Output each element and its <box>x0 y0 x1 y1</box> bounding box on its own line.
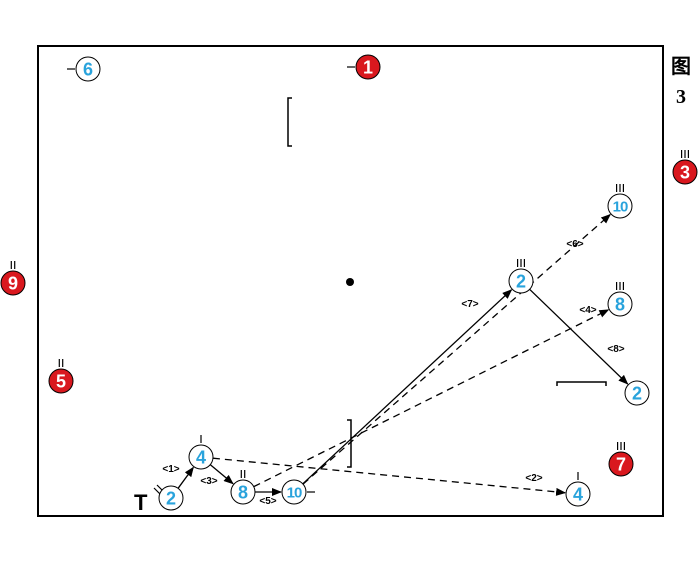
opponent-player-7: 7 <box>608 442 634 477</box>
own-player-8: 8 <box>607 282 633 317</box>
player-number: 5 <box>56 371 66 391</box>
tee-marker: T <box>134 490 148 515</box>
figure-label: 图 3 <box>670 52 692 112</box>
own-player-4: 4 <box>188 435 214 470</box>
pass-label-8: <8> <box>607 344 624 355</box>
pass-arrow-4 <box>253 309 610 488</box>
player-number: 2 <box>166 488 176 508</box>
player-number: 8 <box>615 294 625 314</box>
player-number: 10 <box>613 198 628 215</box>
bracket-right <box>556 381 607 386</box>
player-number: 10 <box>287 484 302 501</box>
player-number: 9 <box>8 273 18 293</box>
opponent-player-5: 5 <box>48 359 74 394</box>
bracket-top <box>287 97 292 147</box>
figure-label-char: 图 <box>671 56 691 78</box>
own-player-2: 2 <box>508 259 534 294</box>
opponent-player-3: 3 <box>672 150 698 185</box>
opponent-player-9: 9 <box>0 261 26 296</box>
pass-label-2: <2> <box>525 473 542 484</box>
own-player-2: 2 <box>153 484 184 511</box>
pass-label-3: <3> <box>200 476 217 487</box>
player-number: 6 <box>83 59 93 79</box>
bracket-middle <box>347 419 352 468</box>
player-number: 2 <box>516 271 526 291</box>
pass-arrow-8 <box>529 288 629 385</box>
opponent-player-1: 1 <box>347 54 381 80</box>
player-number: 8 <box>238 482 248 502</box>
own-player-10: 10 <box>281 479 315 505</box>
figure-label-number: 3 <box>676 86 686 108</box>
center-spot <box>346 278 354 286</box>
pass-label-5: <5> <box>259 496 276 507</box>
player-number: 7 <box>616 454 626 474</box>
player-number: 2 <box>632 383 642 403</box>
player-number: 3 <box>680 162 690 182</box>
pass-arrows <box>177 213 629 496</box>
pass-label-1: <1> <box>162 464 179 475</box>
pass-arrow-3 <box>209 464 234 485</box>
pass-arrow-7 <box>302 289 513 485</box>
pass-label-4: <4> <box>579 305 596 316</box>
pass-arrow-1 <box>177 466 194 489</box>
own-player-2: 2 <box>624 380 650 406</box>
pass-label-7: <7> <box>461 299 478 310</box>
player-number: 1 <box>363 57 373 77</box>
player-number: 4 <box>573 484 583 504</box>
own-player-6: 6 <box>67 56 101 82</box>
pass-label-6: <6> <box>566 239 583 250</box>
player-number: 4 <box>196 447 206 467</box>
pass-labels: <1> <2> <3> <4> <5> <6> <7> <8> <box>162 239 624 507</box>
own-player-10: 10 <box>607 184 633 219</box>
own-player-4: 4 <box>565 472 591 507</box>
pass-arrow-2 <box>212 457 567 496</box>
own-player-8: 8 <box>230 470 256 505</box>
pass-arrow-6 <box>302 213 611 485</box>
